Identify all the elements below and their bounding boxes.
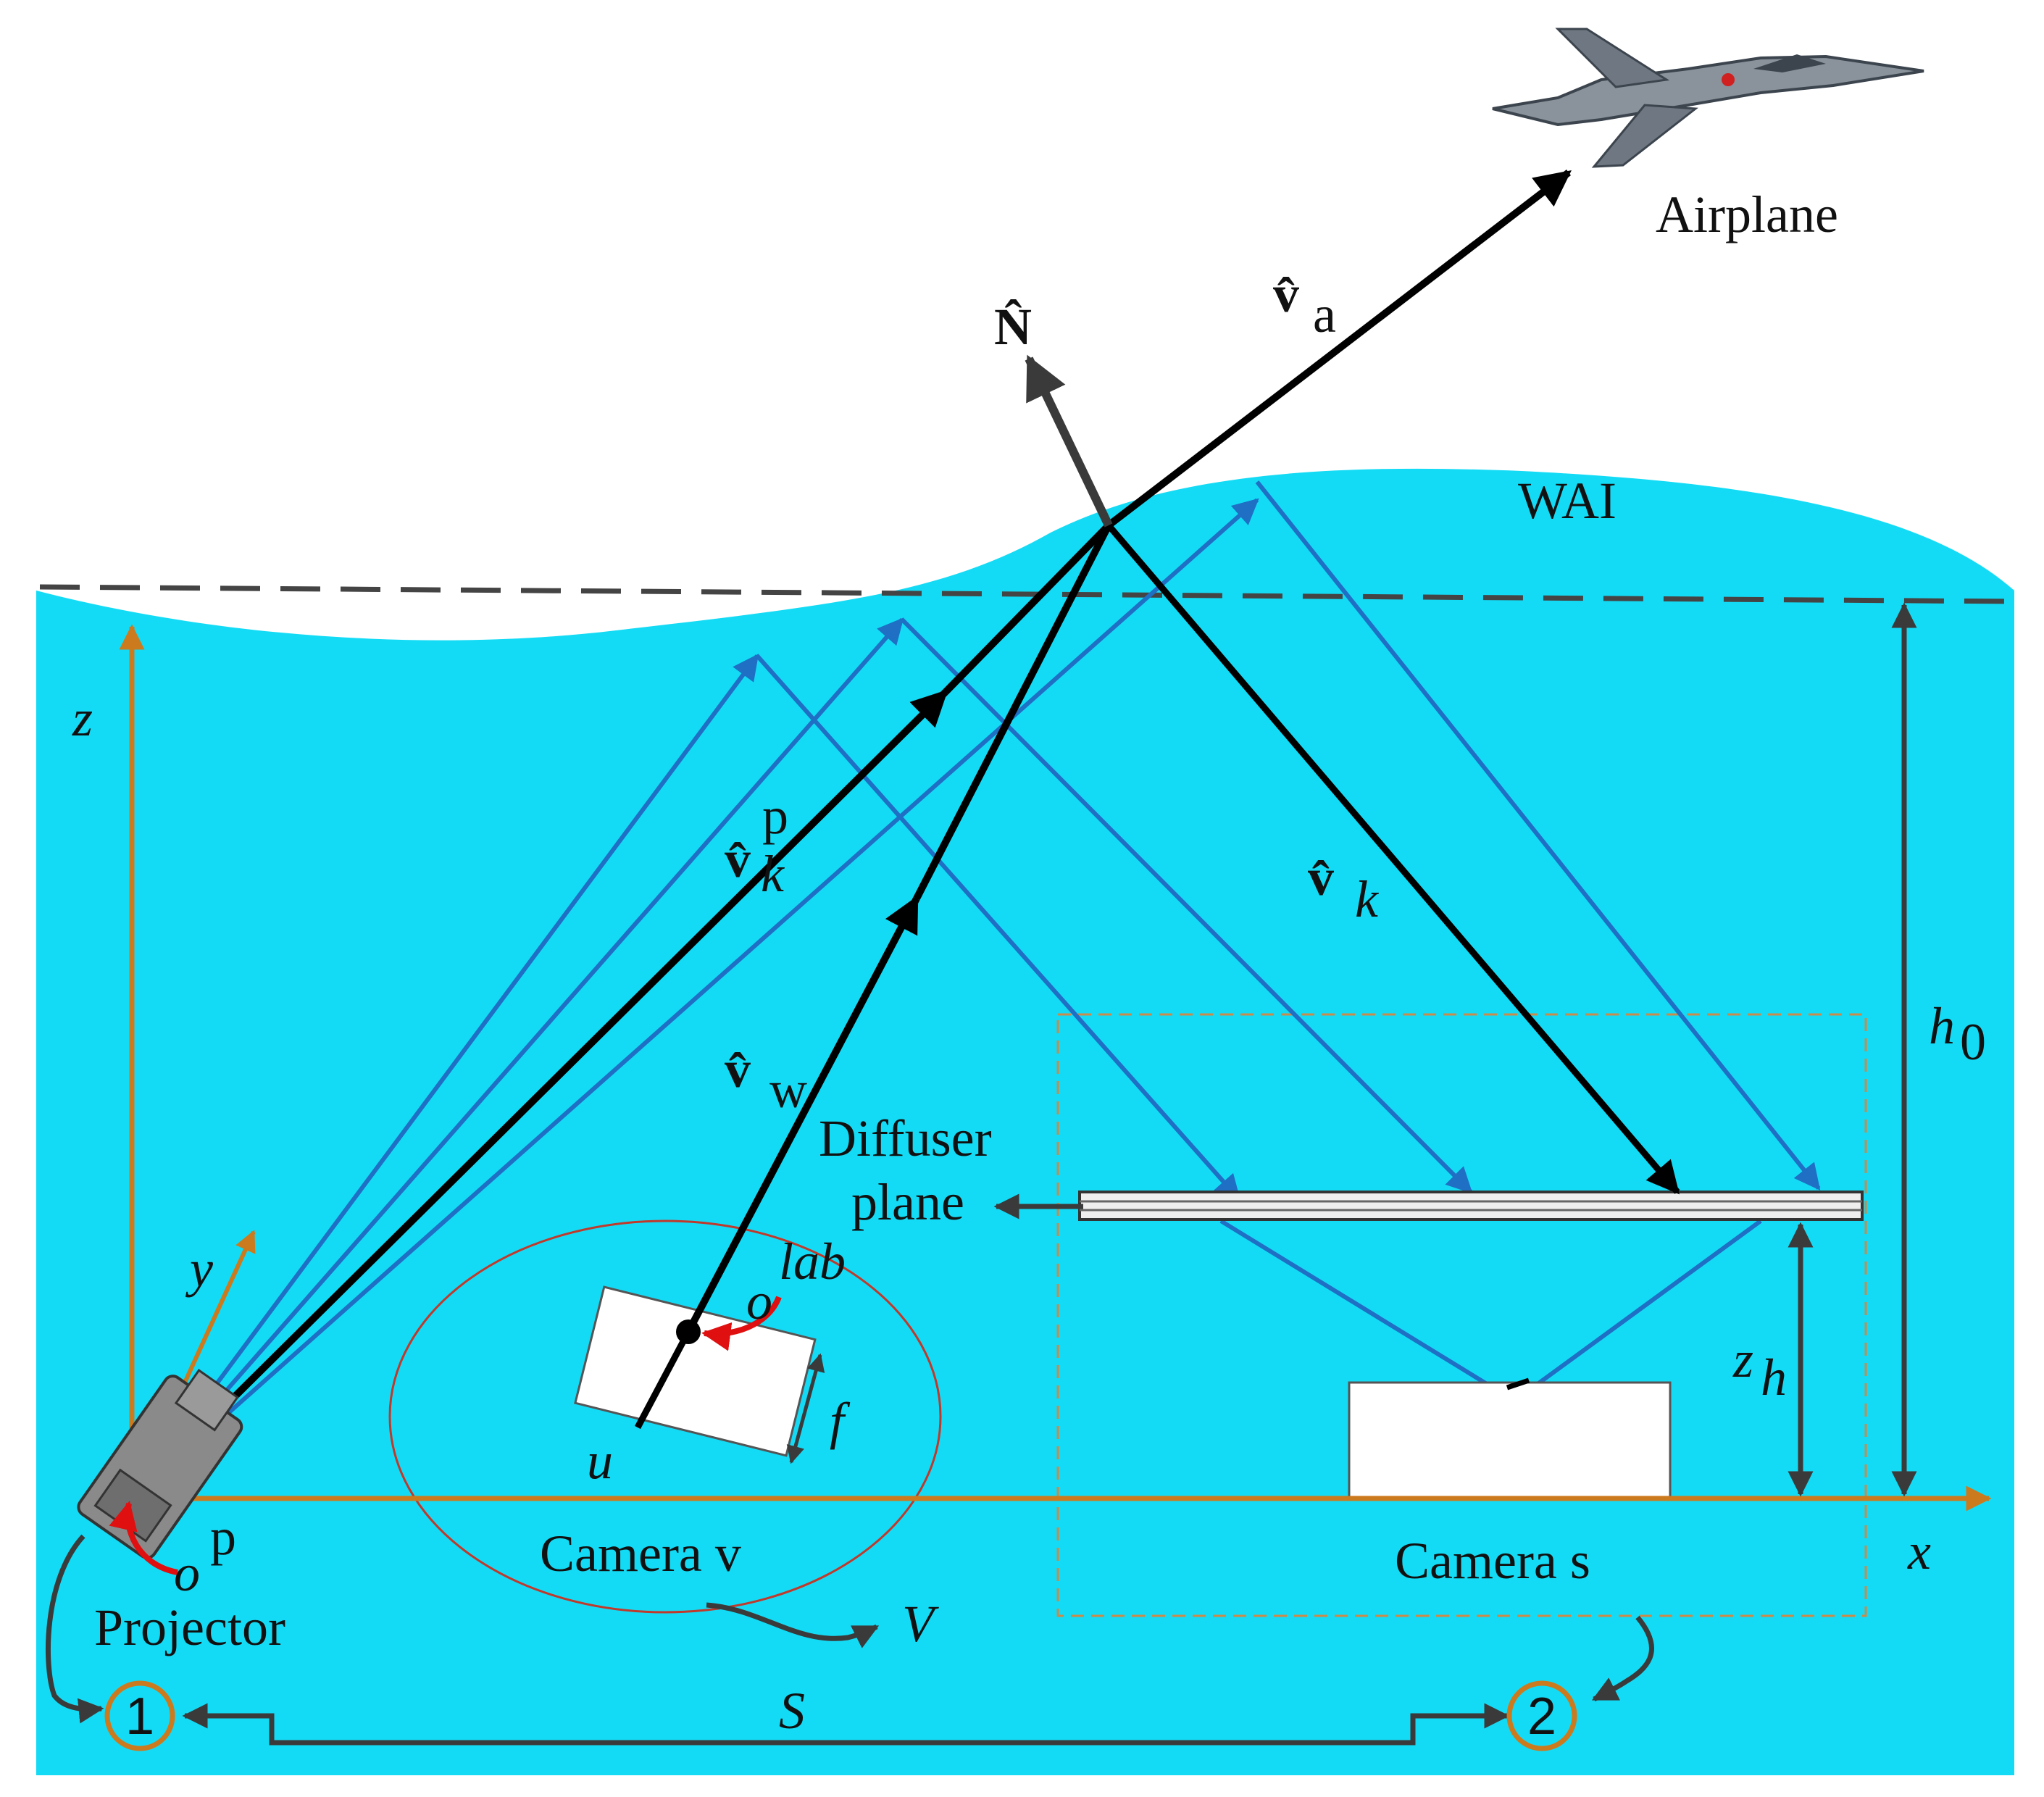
ray-projector-3 xyxy=(129,498,1259,1502)
refracted-rays xyxy=(755,480,1821,1201)
normal-n-label: N̂ xyxy=(994,298,1032,356)
camera-s-lens-mark xyxy=(1506,1377,1530,1391)
v-signal-label: V xyxy=(902,1595,939,1653)
node-2-circle xyxy=(1506,1680,1577,1751)
projector-label: Projector xyxy=(94,1598,285,1656)
node-2-label: 2 xyxy=(1527,1688,1556,1746)
camera-v-ellipse xyxy=(388,1219,942,1614)
camera-v-label: Camera v xyxy=(540,1525,741,1583)
diffuser-plane xyxy=(1078,1191,1864,1221)
normal-vector-arrow xyxy=(1025,354,1113,528)
camera-s-region-box xyxy=(1056,1013,1867,1617)
o-lab-red-arrow xyxy=(701,1296,782,1351)
z-h-sub: h xyxy=(1761,1348,1787,1406)
v-a-sub: a xyxy=(1313,285,1336,343)
o-lab-sup: lab xyxy=(779,1233,846,1291)
camera-s-label: Camera s xyxy=(1395,1532,1590,1590)
o-p-sup: p xyxy=(210,1508,236,1566)
z-axis-label: z xyxy=(72,689,93,747)
o-lab-label: o xyxy=(746,1272,772,1330)
v-w-sub: w xyxy=(769,1061,807,1119)
ray-v-k xyxy=(1106,523,1680,1195)
ray-refracted-2 xyxy=(900,617,1473,1194)
node-1-label: 1 xyxy=(125,1688,154,1746)
ray-v-kp xyxy=(128,689,948,1503)
ray-v-kp-upper xyxy=(943,522,1111,695)
h-0-label: h xyxy=(1929,997,1955,1055)
u-label: u xyxy=(587,1432,613,1490)
s-link-label: S xyxy=(779,1682,805,1740)
h-0-sub: 0 xyxy=(1960,1013,1986,1071)
s-link-arrow xyxy=(182,1703,1510,1746)
v-a-label: v̂ xyxy=(1273,265,1299,323)
ray-refracted-3 xyxy=(1255,480,1821,1191)
o-p-red-arrow xyxy=(109,1501,178,1575)
ray-refracted-1 xyxy=(755,654,1241,1201)
ray-projector-1 xyxy=(128,654,759,1501)
diffuser-label-line1: Diffuser xyxy=(819,1109,992,1167)
o-p-label: o xyxy=(174,1544,200,1602)
v-kp-sup: p xyxy=(762,787,788,845)
water-region xyxy=(36,468,2014,1775)
ray-projector-2 xyxy=(128,617,904,1501)
x-axis-label: x xyxy=(1907,1522,1931,1580)
projector-to-node-1-arrow xyxy=(46,1534,104,1724)
ray-v-a xyxy=(1106,170,1572,528)
airplane-label: Airplane xyxy=(1656,185,1838,243)
wai-label: WAI xyxy=(1518,472,1617,530)
mean-water-level-dashed-line xyxy=(39,584,2011,604)
v-kp-label: v̂ xyxy=(725,830,751,888)
focal-length-arrow xyxy=(786,1353,825,1464)
node-1-circle xyxy=(104,1680,175,1751)
v-k-label: v̂ xyxy=(1308,849,1334,906)
z-h-label: z xyxy=(1732,1330,1753,1388)
v-k-sub: k xyxy=(1355,870,1380,928)
ray-v-w-upper xyxy=(913,523,1112,901)
y-axis-label: y xyxy=(185,1240,213,1298)
v-signal-arrow xyxy=(706,1602,880,1648)
fighter-jet-icon xyxy=(1492,28,1924,168)
camera-s-to-node-2-arrow xyxy=(1591,1615,1654,1702)
v-kp-sub: k xyxy=(761,845,785,903)
projector-rays xyxy=(128,498,1259,1502)
camera-s-sensor-icon xyxy=(1348,1381,1672,1498)
v-w-label: v̂ xyxy=(725,1041,751,1098)
camera-v-optical-axis xyxy=(635,1330,691,1430)
ray-v-w xyxy=(685,895,920,1334)
diffuser-label-line2: plane xyxy=(851,1173,964,1231)
